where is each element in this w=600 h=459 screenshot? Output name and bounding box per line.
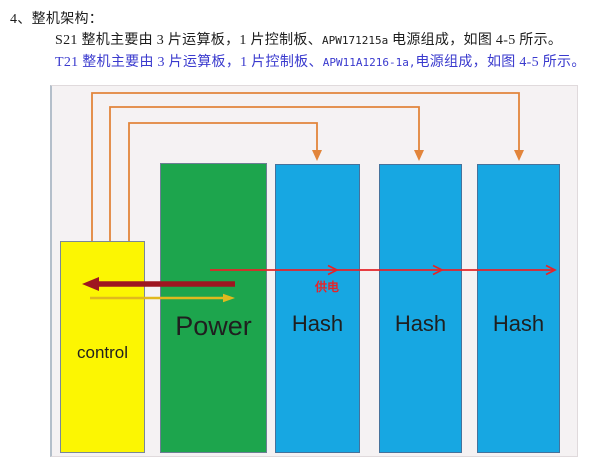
paragraph-t21: T21 整机主要由 3 片运算板，1 片控制板、APW11A1216-1a,电源… — [55, 51, 586, 71]
paragraph-t21-model-code: APW11A1216-1a, — [322, 56, 416, 69]
signal-arrowhead-hash1-icon — [312, 150, 322, 161]
supply-arrowhead-3-icon — [545, 264, 557, 276]
aux-arrowhead-icon — [223, 293, 235, 303]
supply-arrowhead-2-icon — [432, 264, 444, 276]
hash-board-2-label: Hash — [394, 311, 447, 336]
paragraph-s21-suffix: 电源组成，如图 4-5 所示。 — [388, 33, 563, 48]
hash-board-1-box: Hash — [275, 164, 360, 453]
section-heading-text: 4、整机架构： — [10, 12, 104, 27]
hash-board-1-label: Hash — [291, 311, 344, 336]
signal-line-control-to-hash2 — [109, 106, 424, 241]
diagram-arrows — [82, 92, 557, 303]
return-arrowhead-icon — [82, 277, 99, 291]
signal-arrowhead-hash3-icon — [514, 150, 524, 161]
paragraph-s21: S21 整机主要由 3 片运算板，1 片控制板、APW171215a 电源组成，… — [55, 29, 562, 49]
hash-board-2-box: Hash — [379, 164, 462, 453]
signal-line-control-to-hash1 — [128, 122, 322, 241]
signal-arrowhead-hash2-icon — [414, 150, 424, 161]
power-board-label: Power — [175, 311, 252, 341]
signal-line-control-to-hash3 — [91, 92, 524, 241]
power-supply-line — [210, 264, 557, 276]
paragraph-s21-prefix: S21 整机主要由 3 片运算板，1 片控制板、 — [55, 33, 322, 48]
hash-board-3-label: Hash — [492, 311, 545, 336]
hash-board-3-box: Hash — [477, 164, 560, 453]
power-board-box: Power — [160, 163, 267, 453]
paragraph-t21-prefix: T21 整机主要由 3 片运算板，1 片控制板、 — [55, 55, 323, 70]
architecture-diagram: control Power Hash Hash Hash — [50, 85, 578, 457]
aux-arrow-control-to-power — [90, 293, 235, 303]
section-heading: 4、整机架构： — [10, 8, 103, 28]
control-board-box: control — [60, 241, 145, 453]
control-board-label: control — [76, 343, 129, 362]
paragraph-s21-model-code: APW171215a — [322, 34, 389, 47]
return-arrow-power-to-control — [82, 277, 235, 291]
supply-arrowhead-1-icon — [327, 264, 339, 276]
paragraph-t21-suffix: 电源组成，如图 4-5 所示。 — [415, 55, 586, 70]
power-supply-label: 供电 — [314, 280, 339, 294]
